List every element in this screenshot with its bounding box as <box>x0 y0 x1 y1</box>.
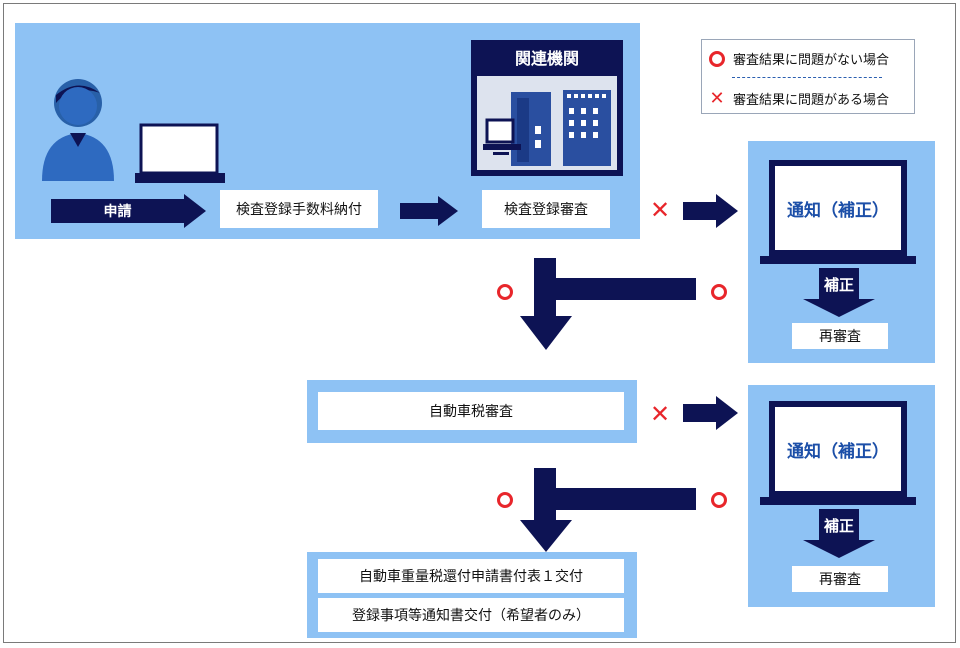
return-arrow-2 <box>520 468 700 556</box>
rereview-box-2: 再審査 <box>792 566 888 592</box>
tax-review-box: 自動車税審査 <box>318 392 624 430</box>
ok-circle-icon <box>497 284 513 300</box>
person-icon <box>42 79 114 181</box>
notice-screen-2: 通知（補正） <box>769 401 907 497</box>
building-icon <box>483 90 611 166</box>
fee-payment-label: 検査登録手数料納付 <box>236 202 362 218</box>
final-item-2: 登録事項等通知書交付（希望者のみ） <box>352 608 590 624</box>
agency-card: 関連機関 <box>471 40 623 176</box>
legend-ok-text: 審査結果に問題がない場合 <box>733 53 890 68</box>
fix-arrow-2: 補正 <box>803 509 875 559</box>
ng-cross-icon: ✕ <box>650 400 671 428</box>
ok-circle-icon <box>711 284 727 300</box>
ng-cross-icon: ✕ <box>650 196 671 224</box>
notice-title-1: 通知（補正） <box>787 200 889 221</box>
rereview-label-1: 再審査 <box>819 329 861 345</box>
fee-payment-box: 検査登録手数料納付 <box>220 190 378 228</box>
legend: 審査結果に問題がない場合 ✕ 審査結果に問題がある場合 <box>701 39 915 114</box>
apply-arrow: 申請 <box>51 194 206 228</box>
tax-review-label: 自動車税審査 <box>429 404 513 420</box>
fix-label-1: 補正 <box>823 276 854 294</box>
fix-label-2: 補正 <box>823 517 854 535</box>
notice-screen-1: 通知（補正） <box>769 160 907 256</box>
fee-to-review-arrow <box>400 196 458 226</box>
notice-title-2: 通知（補正） <box>787 441 889 462</box>
final-item-2-box: 登録事項等通知書交付（希望者のみ） <box>318 598 624 632</box>
laptop-base-2 <box>760 497 916 505</box>
laptop-base-1 <box>760 256 916 264</box>
tax-to-notice-arrow <box>683 396 739 430</box>
legend-divider <box>732 77 882 78</box>
laptop-icon <box>135 123 225 183</box>
final-item-1: 自動車重量税還付申請書付表１交付 <box>359 569 583 585</box>
ok-circle-icon <box>497 492 513 508</box>
ok-circle-icon <box>711 492 727 508</box>
ng-cross-icon: ✕ <box>709 88 725 109</box>
apply-label: 申請 <box>103 204 132 220</box>
final-item-1-box: 自動車重量税還付申請書付表１交付 <box>318 559 624 593</box>
agency-title: 関連機関 <box>514 49 579 68</box>
rereview-box-1: 再審査 <box>792 323 888 349</box>
return-arrow-1 <box>520 258 700 353</box>
rereview-label-2: 再審査 <box>819 572 861 588</box>
review-to-notice-arrow <box>683 194 739 228</box>
fix-arrow-1: 補正 <box>803 268 875 318</box>
legend-ng-text: 審査結果に問題がある場合 <box>733 93 890 108</box>
registration-review-label: 検査登録審査 <box>504 202 588 218</box>
ok-circle-icon <box>709 50 725 67</box>
registration-review-box: 検査登録審査 <box>482 190 610 228</box>
